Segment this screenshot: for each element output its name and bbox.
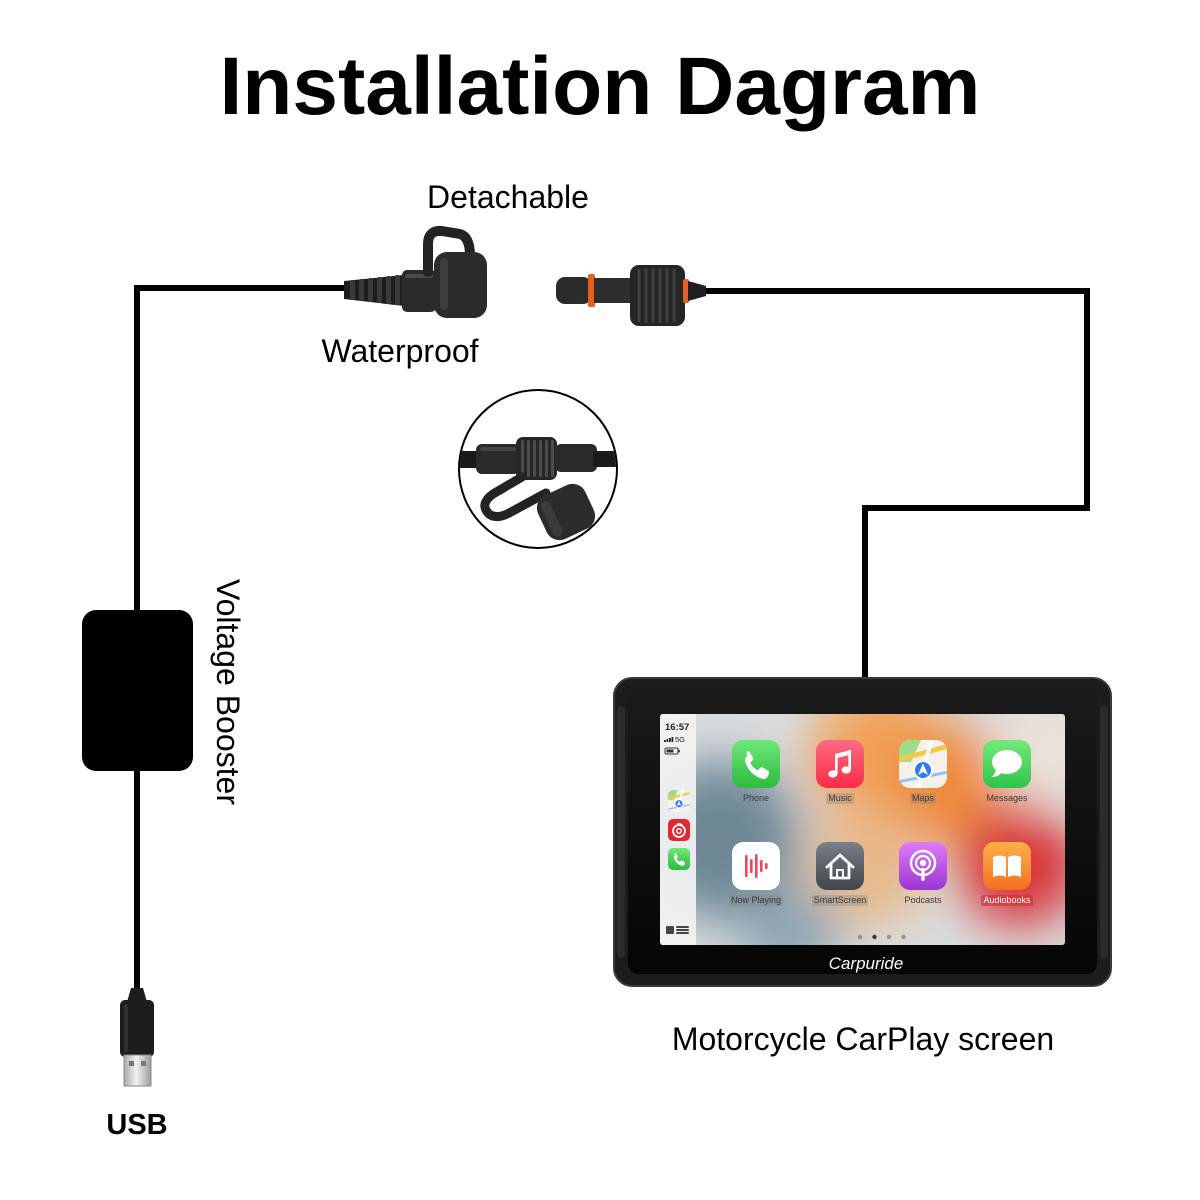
inset-left-body (476, 444, 520, 474)
app-label: SmartScreen (814, 895, 867, 905)
app-label: Audiobooks (983, 895, 1031, 905)
usb-strain-relief (127, 988, 147, 1002)
app-label: Maps (912, 793, 935, 803)
page-dot-active (872, 934, 877, 940)
voltage-booster (82, 610, 193, 771)
waterproof-label: Waterproof (321, 333, 478, 369)
page-dot (886, 934, 892, 940)
maps-icon (897, 738, 949, 790)
female-waterproof-connector (344, 225, 487, 318)
brand-logo: Carpuride (829, 954, 904, 973)
cap-highlight (440, 258, 448, 310)
app-maps: Maps (897, 738, 949, 804)
nut-ridges (637, 268, 676, 323)
status-time: 16:57 (665, 722, 689, 733)
connector-pin (556, 277, 592, 304)
inset-cap-strap (480, 472, 551, 522)
cable-connector-to-screen (704, 288, 1090, 681)
usb-metal-tip (123, 1054, 152, 1087)
usb-hole-left (129, 1061, 134, 1066)
house-icon (825, 853, 855, 880)
connector-ribs (350, 275, 400, 305)
o-ring-rear (683, 279, 689, 303)
app-label: Music (828, 793, 852, 803)
carplay-display: 16:57 5G (660, 714, 1065, 945)
netease-cloud-music-icon (668, 819, 690, 841)
app-label: Messages (986, 793, 1028, 803)
app-label: Podcasts (904, 895, 942, 905)
maps-icon (667, 789, 691, 813)
status-network: 5G (675, 735, 685, 744)
wires (134, 285, 1090, 992)
signal-icon (664, 737, 674, 742)
usb-plug (120, 988, 154, 1087)
phone-icon (732, 740, 780, 788)
music-note-icon (828, 750, 851, 778)
inset-right-body (555, 444, 597, 472)
male-connector (556, 265, 706, 326)
connector-tail (688, 281, 706, 301)
podcast-icon (909, 849, 937, 881)
open-book-icon (993, 855, 1021, 877)
o-ring-front (588, 274, 595, 307)
carplay-screen-device: 16:57 5G (613, 677, 1112, 987)
app-messages: Messages (983, 740, 1031, 803)
battery-icon (664, 747, 680, 755)
connector-nut (630, 265, 685, 326)
connected-connector-closeup (458, 389, 618, 549)
page-dot (901, 934, 906, 940)
app-audiobooks: Audiobooks (981, 842, 1033, 906)
app-now-playing: Now Playing (729, 842, 783, 906)
usb-body (120, 1000, 154, 1057)
usb-label: USB (106, 1109, 167, 1141)
app-music: Music (816, 740, 864, 804)
connector-collar (402, 270, 436, 312)
detachable-label: Detachable (427, 179, 589, 215)
app-label: Phone (743, 793, 769, 803)
app-smartscreen: SmartScreen (812, 842, 868, 906)
connector-shaft (594, 278, 632, 303)
app-label: Now Playing (731, 895, 781, 905)
voltage-booster-label: Voltage Booster (210, 579, 246, 805)
inset-nut-ridges (521, 440, 554, 477)
screen-caption: Motorcycle CarPlay screen (672, 1021, 1054, 1057)
device-grip-left (617, 706, 625, 958)
cap-strap (423, 225, 475, 277)
device-grip-right (1100, 706, 1108, 958)
waveform-icon (745, 854, 768, 878)
cable-connector-to-booster (134, 285, 346, 612)
carplay-dock: 16:57 5G (660, 714, 696, 945)
phone-icon (668, 848, 690, 870)
usb-body-highlight (124, 1004, 128, 1052)
inset-cap-highlight (540, 501, 563, 537)
inset-left-body-highlight (480, 447, 516, 451)
inset-border (458, 389, 618, 549)
dashboard-grid-icon (666, 926, 689, 934)
page-indicator (857, 934, 906, 940)
diagram-title: Installation Dagram (220, 41, 981, 132)
usb-hole-right (141, 1061, 146, 1066)
page-dot (857, 934, 863, 940)
app-podcasts: Podcasts (899, 842, 947, 905)
app-phone: Phone (732, 740, 780, 803)
inset-cable-right (593, 451, 616, 467)
message-bubble-icon (991, 750, 1022, 777)
